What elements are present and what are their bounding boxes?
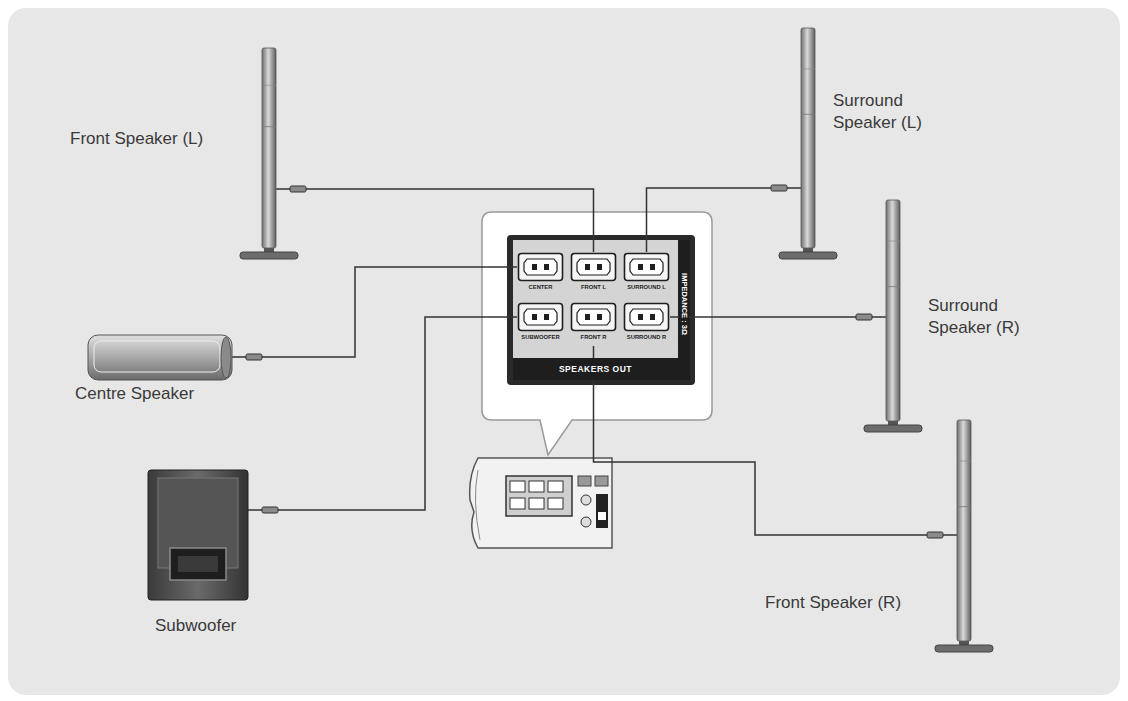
wire-plug <box>262 507 278 513</box>
speaker-drawing <box>886 200 900 428</box>
speaker-wire <box>248 317 517 510</box>
socket-symbol <box>570 302 617 332</box>
speaker-label: Subwoofer <box>155 615 236 637</box>
speaker-terminal: FRONT L <box>570 252 617 296</box>
callout-bubble <box>482 212 712 455</box>
speaker-label: Front Speaker (R) <box>765 592 901 614</box>
wire-plug <box>856 314 872 320</box>
centre-speaker: Centre Speaker <box>88 335 232 380</box>
panel-title: SPEAKERS OUT <box>513 358 678 380</box>
speaker-terminal: SURROUND L <box>623 252 670 296</box>
unit-rear <box>470 458 612 548</box>
terminal-label: FRONT L <box>570 283 617 291</box>
wire-plug <box>927 532 943 538</box>
wire-plug <box>246 354 262 360</box>
socket-symbol <box>623 252 670 282</box>
speaker-label: Front Speaker (L) <box>70 128 203 150</box>
speaker-drawing <box>262 48 276 255</box>
front-speaker: Front Speaker (L) <box>262 48 276 255</box>
speaker-drawing <box>88 335 232 380</box>
socket-symbol <box>570 252 617 282</box>
speaker-drawing <box>148 470 248 600</box>
terminal-panel <box>507 235 695 385</box>
speaker-terminal: FRONT R <box>570 302 617 346</box>
impedance-note: IMPEDANCE : 3Ω <box>679 271 689 337</box>
speaker-terminal: SURROUND R <box>623 302 670 346</box>
speaker-wire <box>647 188 802 252</box>
socket-symbol <box>623 302 670 332</box>
socket-symbol <box>517 252 564 282</box>
terminal-label: CENTER <box>517 283 564 291</box>
terminal-label: SURROUND L <box>623 283 670 291</box>
wire-plug <box>771 185 787 191</box>
socket-symbol <box>517 302 564 332</box>
speaker-terminal-panel: SPEAKERS OUT IMPEDANCE : 3Ω CENTER FRONT L S… <box>513 240 690 380</box>
speaker-terminal: SUBWOOFER <box>517 302 564 346</box>
wire-plug <box>290 186 306 192</box>
speaker-label: Surround Speaker (R) <box>928 295 1028 340</box>
speaker-terminal: CENTER <box>517 252 564 296</box>
surround-speaker: Surround Speaker (R) <box>886 200 900 428</box>
speaker-label: Centre Speaker <box>75 383 194 405</box>
speaker-wire <box>670 316 886 318</box>
speaker-label: Surround Speaker (L) <box>833 90 933 135</box>
speaker-drawing <box>801 28 815 255</box>
terminal-label: SURROUND R <box>623 333 670 341</box>
front-speaker: Front Speaker (R) <box>957 420 971 648</box>
speaker-wire <box>276 189 594 252</box>
speaker-drawing <box>957 420 971 648</box>
speaker-wire <box>232 267 517 357</box>
subwoofer: Subwoofer <box>148 470 248 600</box>
terminal-label: FRONT R <box>570 333 617 341</box>
background-panel <box>8 8 1120 695</box>
surround-speaker: Surround Speaker (L) <box>801 28 815 255</box>
terminal-label: SUBWOOFER <box>517 333 564 341</box>
